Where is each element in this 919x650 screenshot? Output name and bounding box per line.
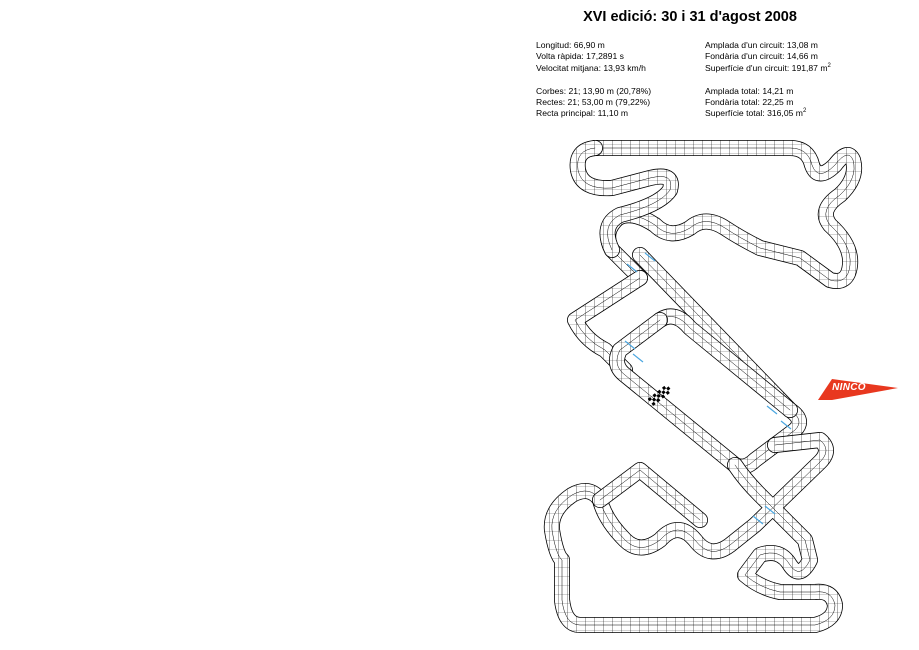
grid-square [647, 396, 652, 402]
grid-square [656, 393, 661, 399]
bridge-marker [764, 505, 776, 515]
ninco-logo-text: NINCO [832, 382, 866, 393]
stat-recta-principal: Recta principal: 11,10 m [536, 108, 629, 119]
ninco-logo-shape [818, 379, 898, 400]
grid-square [651, 401, 656, 406]
bridge-marker [766, 405, 778, 415]
grid-square [657, 389, 662, 394]
stat-fondaria-circuit: Fondària d'un circuit: 14,66 m [705, 51, 818, 62]
track-section [652, 309, 798, 418]
track-lane-divider [594, 147, 855, 282]
bridge-marker [632, 353, 644, 363]
stat-superficie-circuit: Superfície d'un circuit: 191,87 m2 [705, 62, 831, 73]
bridge-marker [644, 252, 656, 262]
track-section [592, 462, 708, 528]
track-lane-divider [574, 277, 641, 371]
track-section [544, 432, 843, 633]
stat-fondaria-total: Fondària total: 22,25 m [705, 97, 794, 108]
start-finish-grid [647, 385, 671, 406]
grid-square [661, 390, 666, 395]
stat-longitud: Longitud: 66,90 m [536, 40, 605, 50]
grid-square [661, 385, 667, 391]
bridge-marker [780, 420, 792, 430]
bridge-marker [626, 263, 638, 273]
page-title: XVI edició: 30 i 31 d'agost 2008 [583, 9, 797, 25]
track-lane-divider [616, 319, 776, 467]
track-section [567, 270, 648, 378]
stat-amplada-total: Amplada total: 14,21 m [705, 85, 794, 96]
grid-square [665, 390, 670, 395]
bridge-marker [624, 340, 636, 350]
stat-velocitat-mitjana: Velocitat mitjana: 13,93 km/h [536, 62, 646, 73]
stat-superficie-total: Superfície total: 316,05 m2 [705, 108, 807, 119]
stats-right: Amplada d'un circuit: 13,08 m Fondària d… [705, 40, 831, 120]
grid-square [666, 386, 671, 391]
track-lane-divider [551, 439, 836, 626]
grid-square [656, 398, 661, 403]
stat-corbes: Corbes: 21; 13,90 m (20,78%) [536, 85, 652, 96]
stat-volta-rapida: Volta ràpida: 17,2891 s [536, 51, 624, 62]
stats-left: Longitud: 66,90 m Volta ràpida: 17,2891 … [536, 40, 651, 120]
track-lane-divider [599, 469, 701, 521]
ninco-logo: NINCO [818, 377, 898, 403]
track-lane-divider [577, 147, 672, 251]
grid-square [660, 394, 666, 399]
stat-amplada-circuit: Amplada d'un circuit: 13,08 m [705, 40, 818, 50]
grid-square [652, 393, 657, 398]
stat-rectes: Rectes: 21; 53,00 m (79,22%) [536, 97, 651, 108]
grid-square [651, 397, 657, 402]
bridge-marker [752, 515, 764, 525]
